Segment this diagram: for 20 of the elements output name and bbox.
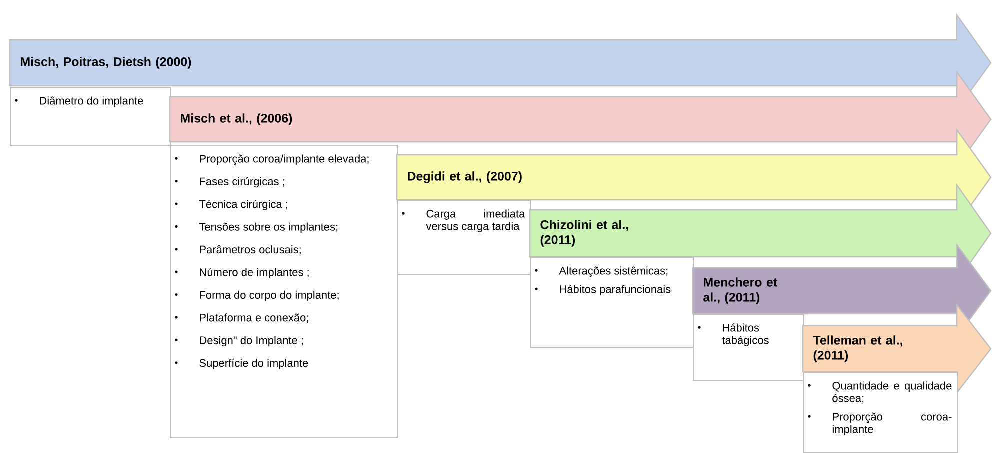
- text-box: [10, 87, 172, 146]
- bullet-item: Fases cirúrgicas ;: [175, 177, 284, 188]
- bullet-item: Diâmetro do implante: [15, 96, 144, 107]
- bullet-item: Proporção coroa-implante: [808, 412, 952, 436]
- bullet-item: Técnica cirúrgica ;: [175, 200, 288, 210]
- text-box: [530, 257, 694, 348]
- bullet-item: Tensões sobre os implantes;: [175, 222, 338, 234]
- bullet-item: Forma do corpo do implante;: [175, 290, 339, 302]
- text-box: [803, 372, 958, 453]
- text-box: [397, 200, 532, 276]
- text-box: [693, 314, 804, 382]
- bullet-item: Parâmetros oclusais;: [175, 246, 301, 255]
- bullet-item: Proporção coroa/implante elevada;: [175, 154, 369, 166]
- bullet-item: Plataforma e conexão;: [175, 314, 308, 323]
- bullet-item: Design" do Implante ;: [175, 336, 303, 347]
- text-box: [170, 145, 398, 438]
- bullet-item: Número de implantes ;: [175, 268, 309, 278]
- bullet-item: Hábitos parafuncionais: [535, 285, 671, 296]
- bullet-item: Superfície do implante: [175, 358, 308, 370]
- bullet-item: Alterações sistêmicas;: [535, 266, 668, 278]
